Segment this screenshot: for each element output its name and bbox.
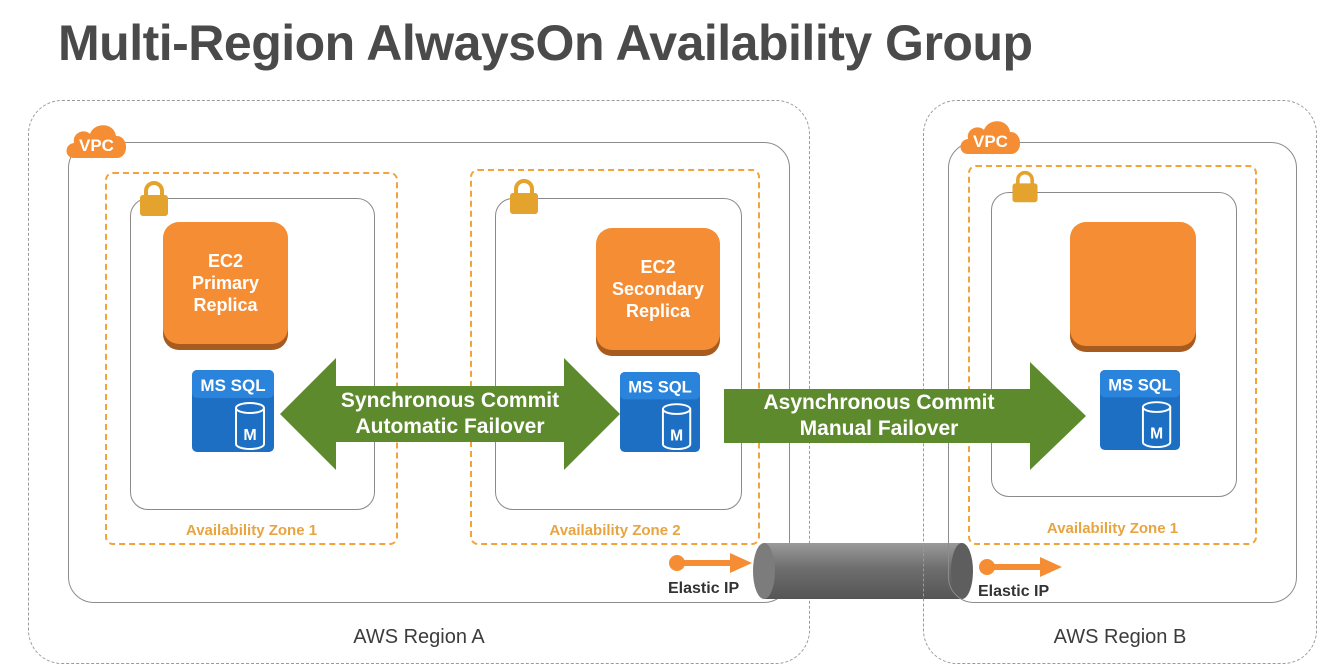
az-1-region-b-label: Availability Zone 1: [1046, 520, 1179, 537]
az-1-region-a-label: Availability Zone 1: [185, 522, 318, 539]
lock-icon: [1010, 170, 1040, 209]
ec2-replica-region-b: [1070, 222, 1196, 346]
ms-sql-icon-secondary: MS SQL M: [620, 372, 700, 452]
elastic-ip-b-label: Elastic IP: [978, 583, 1050, 600]
vpc-b-label: VPC: [973, 132, 1008, 151]
ms-sql-letter-region-b: M: [1150, 425, 1163, 442]
vpc-b-cloud-icon: VPC: [956, 114, 1026, 158]
ms-sql-label-region-b: MS SQL: [1108, 375, 1172, 394]
ms-sql-letter-secondary: M: [670, 427, 683, 444]
diagram-title: Multi-Region AlwaysOn Availability Group: [58, 15, 1033, 71]
lock-icon: [138, 180, 170, 223]
ms-sql-letter-primary: M: [243, 427, 256, 444]
ms-sql-icon-primary: MS SQL M: [192, 370, 274, 452]
region-b-label: AWS Region B: [1053, 626, 1187, 648]
az-1-region-a: [105, 172, 398, 545]
region-b: [923, 100, 1317, 664]
az-1-region-b: [968, 165, 1257, 545]
async-commit-line1: Asynchronous Commit: [763, 391, 995, 414]
sync-commit-line1: Synchronous Commit: [340, 389, 560, 412]
az-2-region-a-label: Availability Zone 2: [549, 522, 681, 539]
sync-commit-arrow: Synchronous Commit Automatic Failover: [280, 358, 620, 470]
ms-sql-label-secondary: MS SQL: [628, 377, 692, 396]
ec2-primary-label: EC2 Primary Replica: [191, 251, 260, 315]
vpc-a-cloud-icon: VPC: [62, 118, 132, 162]
az-2-region-a: [470, 169, 760, 545]
inter-region-link-pipe: [752, 541, 974, 601]
vpc-a: [68, 142, 790, 603]
ec2-secondary-replica: EC2 Secondary Replica: [596, 228, 720, 350]
async-commit-arrow: Asynchronous Commit Manual Failover: [724, 362, 1086, 470]
lock-icon: [508, 178, 540, 221]
vpc-b: [948, 142, 1297, 603]
ms-sql-label-primary: MS SQL: [200, 376, 265, 395]
ec2-primary-replica: EC2 Primary Replica: [163, 222, 288, 344]
sync-commit-line2: Automatic Failover: [355, 415, 545, 438]
ms-sql-icon-region-b: MS SQL M: [1100, 370, 1180, 450]
elastic-ip-b-icon: [978, 552, 1064, 587]
ec2-secondary-label: EC2 Secondary Replica: [611, 257, 705, 321]
async-commit-line2: Manual Failover: [799, 417, 959, 440]
region-a-label: AWS Region A: [353, 626, 485, 648]
elastic-ip-a-icon: [668, 548, 754, 583]
region-a: [28, 100, 810, 664]
elastic-ip-a-label: Elastic IP: [668, 580, 740, 597]
vpc-a-label: VPC: [79, 136, 114, 155]
